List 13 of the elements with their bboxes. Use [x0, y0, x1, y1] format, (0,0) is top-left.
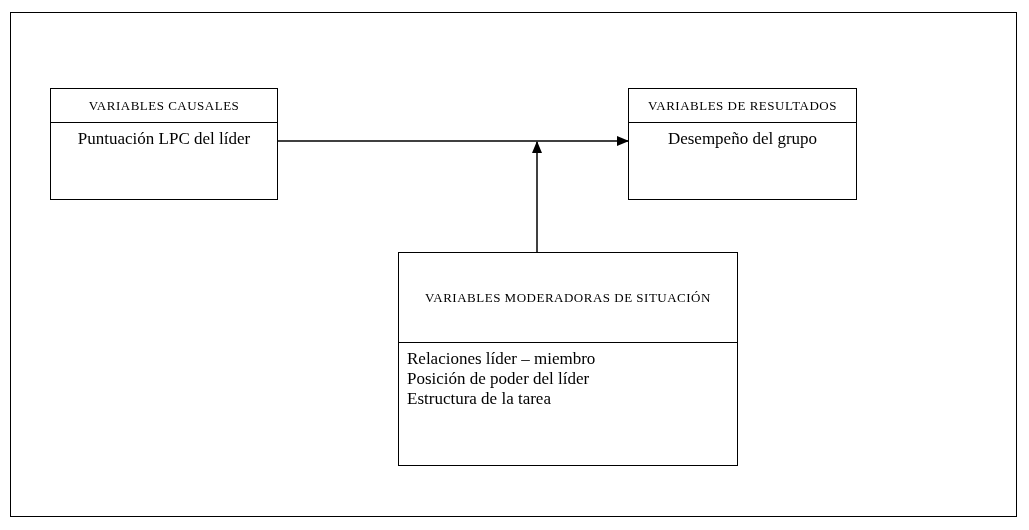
variable-box: [628, 88, 857, 200]
box-heading: VARIABLES CAUSALES: [88, 96, 240, 115]
variable-text: Relaciones líder – miembro: [407, 349, 596, 369]
variable-text: Posición de poder del líder: [407, 369, 590, 389]
arrow: [532, 141, 542, 253]
variable-text: Desempeño del grupo: [667, 129, 818, 149]
variable-text: Puntuación LPC del líder: [77, 129, 251, 149]
variable-text: Estructura de la tarea: [407, 389, 551, 409]
box-heading: VARIABLES MODERADORAS DE SITUACIÓN: [425, 288, 711, 307]
variable-box: [398, 252, 738, 466]
arrow: [277, 136, 629, 146]
box-heading: VARIABLES DE RESULTADOS: [648, 96, 837, 115]
variable-box: [50, 88, 278, 200]
